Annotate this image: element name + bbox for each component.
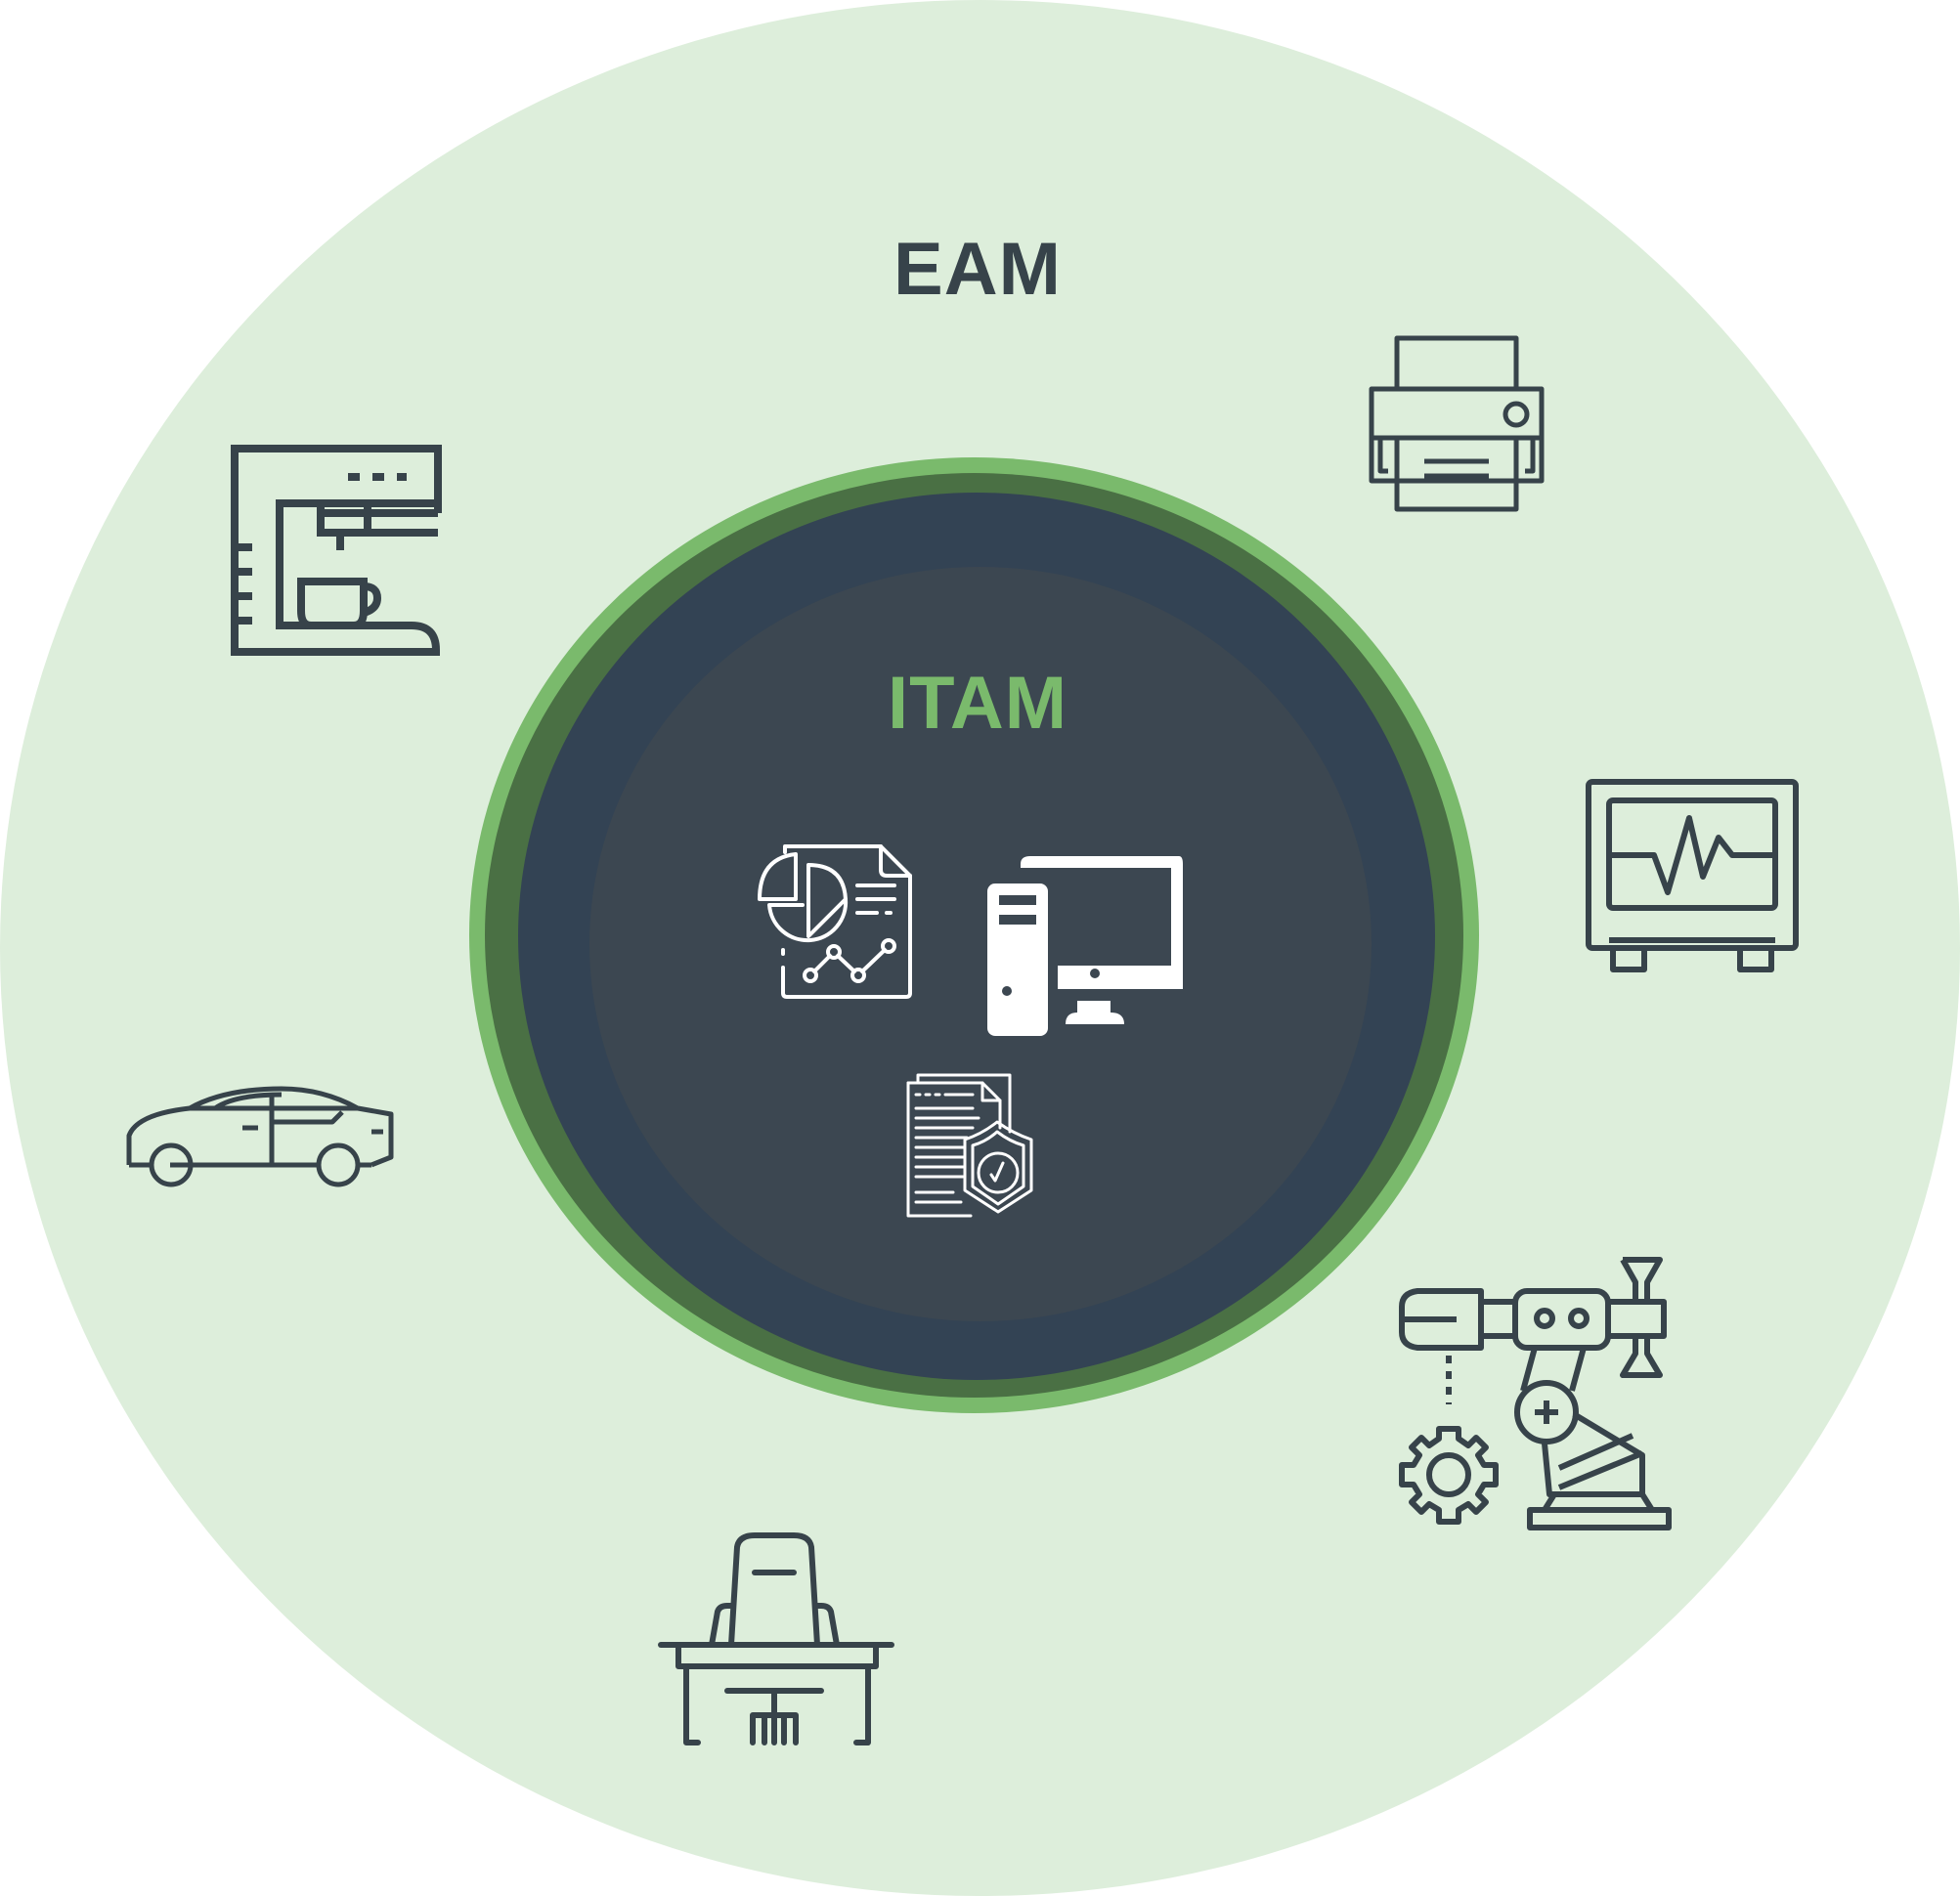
car-icon <box>126 1079 396 1188</box>
itam-label: ITAM <box>887 662 1068 745</box>
itam-core <box>589 567 1372 1321</box>
desktop-computer-icon <box>987 856 1183 1038</box>
report-chart-icon <box>756 840 914 1000</box>
coffee-machine-icon <box>231 445 442 656</box>
monitor-icon <box>1586 779 1799 974</box>
eam-label: EAM <box>893 228 1062 311</box>
printer-icon <box>1369 334 1545 512</box>
secure-document-icon <box>904 1073 1036 1218</box>
robot-arm-icon <box>1398 1257 1672 1531</box>
office-desk-icon <box>657 1530 896 1749</box>
